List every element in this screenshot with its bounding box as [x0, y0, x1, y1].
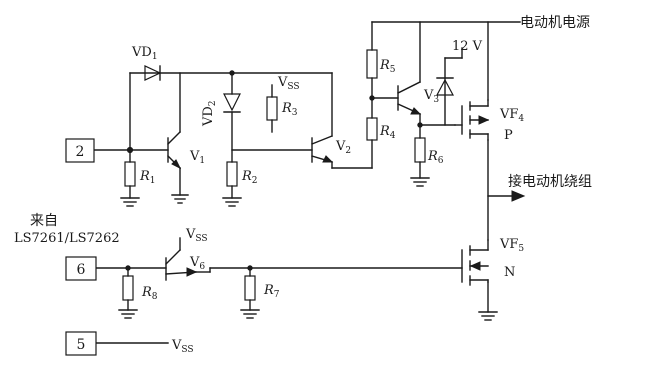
- v3-label: V3: [423, 88, 439, 105]
- junction-dots: [125, 70, 423, 271]
- ground-icon: [171, 194, 189, 204]
- source-label-line2: LS7261/LS7262: [14, 231, 120, 246]
- labels: 电动机电源 接电动机绕组 来自 LS7261/LS7262 12 V VD1 V…: [14, 15, 592, 355]
- resistor-r3: [266, 96, 278, 121]
- resistor-r6: [414, 137, 426, 163]
- resistor-r1: [124, 161, 136, 187]
- ground-icon: [410, 177, 430, 187]
- ground-icon: [118, 309, 138, 319]
- r1-label: R1: [139, 169, 156, 186]
- pin-5-label: 5: [77, 337, 86, 353]
- r3-label: R3: [281, 101, 298, 118]
- r8-label: R8: [141, 285, 158, 302]
- r5-label: R5: [379, 58, 396, 75]
- r6-label: R6: [427, 149, 444, 166]
- ground-icon: [240, 309, 260, 319]
- motor-power-label: 电动机电源: [520, 15, 590, 31]
- connector-pin-5: 5: [65, 331, 97, 356]
- output-arrow-icon: [511, 190, 526, 202]
- v1-label: V1: [189, 149, 205, 166]
- diode-vd2: [223, 93, 241, 113]
- v2-label: V2: [335, 139, 351, 156]
- pin-2-label: 2: [76, 144, 85, 160]
- r2-label: R2: [241, 169, 258, 186]
- vf4-label: VF4: [499, 107, 524, 124]
- pin-6-label: 6: [77, 262, 86, 278]
- resistor-r8: [122, 275, 134, 301]
- vf4-type-label: P: [504, 128, 513, 143]
- ground-icon: [478, 311, 498, 321]
- ground-icon: [120, 197, 140, 207]
- zener-12v: [436, 77, 454, 96]
- mosfet-vf5: [461, 239, 489, 286]
- transistor-v1: [167, 131, 182, 170]
- transistor-v6: [165, 249, 198, 281]
- vf5-type-label: N: [504, 265, 515, 280]
- transistor-v2: [311, 135, 334, 163]
- ground-symbols: [118, 177, 498, 321]
- resistor-r2: [226, 161, 238, 187]
- mosfet-vf4: [454, 99, 490, 141]
- resistor-r4: [366, 117, 378, 141]
- resistors: [122, 49, 426, 301]
- ground-icon: [222, 197, 242, 207]
- r4-label: R4: [379, 124, 396, 141]
- resistor-r5: [366, 49, 378, 79]
- v6-vss-label: VSS: [185, 227, 208, 244]
- source-label-line1: 来自: [30, 213, 58, 229]
- motor-winding-label: 接电动机绕组: [508, 173, 592, 190]
- resistor-r7: [244, 275, 256, 301]
- r3-vss-label: VSS: [277, 75, 300, 92]
- v6-label: V6: [189, 255, 205, 272]
- vd1-label: VD1: [131, 45, 158, 62]
- connector-pin-6: 6: [65, 256, 97, 281]
- diode-vd1: [144, 65, 162, 81]
- supply-12v-label: 12 V: [452, 39, 483, 54]
- r7-label: R7: [263, 283, 280, 300]
- wiring: [94, 21, 521, 344]
- transistor-v3: [397, 81, 422, 115]
- vf5-label: VF5: [499, 237, 524, 254]
- pin5-vss-label: VSS: [171, 338, 194, 355]
- connector-pin-2: 2: [65, 138, 95, 163]
- vd2-label: VD2: [201, 100, 218, 127]
